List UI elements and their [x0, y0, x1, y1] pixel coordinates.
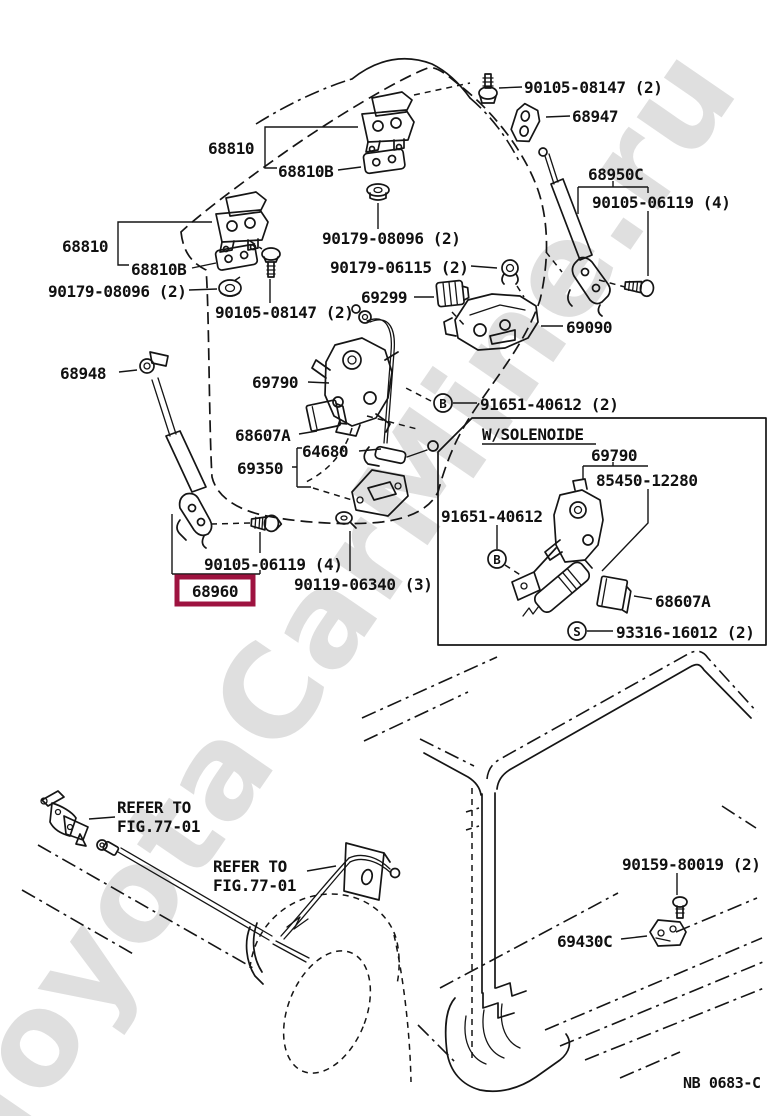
refer-note-2-line1: REFER TO — [213, 857, 287, 876]
solenoid-inset-box — [437, 417, 767, 646]
inset-header-w-solenoide: W/SOLENOIDE — [482, 425, 584, 444]
marker-b-inset: B — [487, 549, 507, 569]
back-door-stay-right-drawing — [538, 147, 611, 317]
refer-note-2-line2: FIG.77-01 — [213, 876, 296, 895]
part-label-64680[interactable]: 64680 — [302, 442, 349, 461]
part-label-69299[interactable]: 69299 — [361, 288, 408, 307]
part-label-90105-08147-top[interactable]: 90105-08147 (2) — [524, 78, 663, 97]
part-label-93316-16012[interactable]: 93316-16012 (2) — [616, 623, 755, 642]
leader-lines — [88, 86, 678, 940]
hinge-drawing-top — [361, 91, 415, 153]
cover-drawing-68607A-inset — [596, 575, 632, 614]
part-label-90159-80019[interactable]: 90159-80019 (2) — [622, 855, 761, 874]
svg-text:B: B — [439, 396, 447, 411]
marker-b-main: B — [433, 393, 453, 413]
door-opener-lever-drawing — [40, 790, 89, 847]
marker-s-inset: S — [567, 621, 587, 641]
clip-drawing-06115 — [501, 259, 519, 285]
part-label-90105-06119-main[interactable]: 90105-06119 (4) — [204, 555, 343, 574]
part-label-68607A-inset[interactable]: 68607A — [655, 592, 712, 611]
hinge-drawing-left — [215, 191, 269, 253]
part-label-90105-06119-top[interactable]: 90105-06119 (4) — [592, 193, 731, 212]
cable-drawing-64680 — [351, 304, 439, 467]
highlight-box-68960 — [174, 574, 256, 607]
wheel-outline — [282, 950, 372, 1074]
part-label-90179-08096-right[interactable]: 90179-08096 (2) — [322, 229, 461, 248]
lock-drawing-solenoid — [544, 478, 604, 569]
stay-bolt-drawing-main — [250, 514, 283, 533]
part-label-68948[interactable]: 68948 — [60, 364, 107, 383]
stay-bolt-drawing-right — [623, 279, 655, 298]
part-label-69090[interactable]: 69090 — [566, 318, 613, 337]
part-label-68810-top[interactable]: 68810 — [208, 139, 255, 158]
solenoid-drawing-85450 — [511, 547, 591, 617]
part-label-69790-main[interactable]: 69790 — [252, 373, 299, 392]
part-label-91651-40612-main[interactable]: 91651-40612 (2) — [480, 395, 619, 414]
lock-drawing-69790 — [311, 337, 399, 437]
watermark-text: ToyotaCarMine.ru — [0, 22, 767, 1116]
striker-drawing-69350 — [351, 469, 409, 517]
striker-drawing-69430C — [649, 896, 688, 947]
hinge-plate-drawing-top — [362, 148, 406, 175]
hinge-plate-drawing-left — [214, 243, 259, 271]
part-label-68810B-left[interactable]: 68810B — [131, 260, 188, 279]
part-label-68950C[interactable]: 68950C — [588, 165, 644, 184]
svg-text:B: B — [493, 552, 501, 567]
part-label-69350[interactable]: 69350 — [237, 459, 284, 478]
part-label-69790-inset[interactable]: 69790 — [591, 446, 638, 465]
part-label-85450-12280[interactable]: 85450-12280 — [596, 471, 698, 490]
part-label-69430C[interactable]: 69430C — [557, 932, 613, 951]
part-label-68960-highlighted[interactable]: 68960 — [192, 582, 239, 601]
figure-code: NB 0683-C — [683, 1074, 761, 1092]
svg-text:S: S — [573, 624, 581, 639]
back-door-stay-left-drawing — [151, 377, 213, 549]
bolt-drawing-left — [261, 247, 281, 278]
cushion-drawing-69299 — [435, 279, 470, 308]
stud-drawing-90119 — [335, 511, 357, 529]
part-label-91651-40612-inset[interactable]: 91651-40612 — [441, 507, 543, 526]
lock-striker-drawing-69090 — [443, 293, 539, 351]
part-label-68607A-main[interactable]: 68607A — [235, 426, 292, 445]
nut-drawing — [218, 279, 242, 297]
part-label-90105-08147-left[interactable]: 90105-08147 (2) — [215, 303, 354, 322]
refer-note-1-line2: FIG.77-01 — [117, 817, 200, 836]
refer-note-1-line1: REFER TO — [117, 798, 191, 817]
part-label-68810B-top[interactable]: 68810B — [278, 162, 335, 181]
vehicle-body-outline — [21, 650, 765, 1093]
part-label-68810-left[interactable]: 68810 — [62, 237, 109, 256]
part-label-90179-08096-left[interactable]: 90179-08096 (2) — [48, 282, 187, 301]
release-cable-drawing — [96, 839, 401, 963]
stay-bracket-drawing-68947 — [510, 102, 541, 143]
part-label-90179-06115[interactable]: 90179-06115 (2) — [330, 258, 469, 277]
stay-ball-drawing-68948 — [139, 351, 169, 374]
part-label-68947[interactable]: 68947 — [572, 107, 619, 126]
dash-lines — [210, 82, 626, 577]
cover-drawing-68607A — [305, 399, 348, 432]
bolt-drawing-top — [478, 73, 498, 104]
grommet-drawing — [366, 183, 390, 201]
part-label-90119-06340[interactable]: 90119-06340 (3) — [294, 575, 433, 594]
